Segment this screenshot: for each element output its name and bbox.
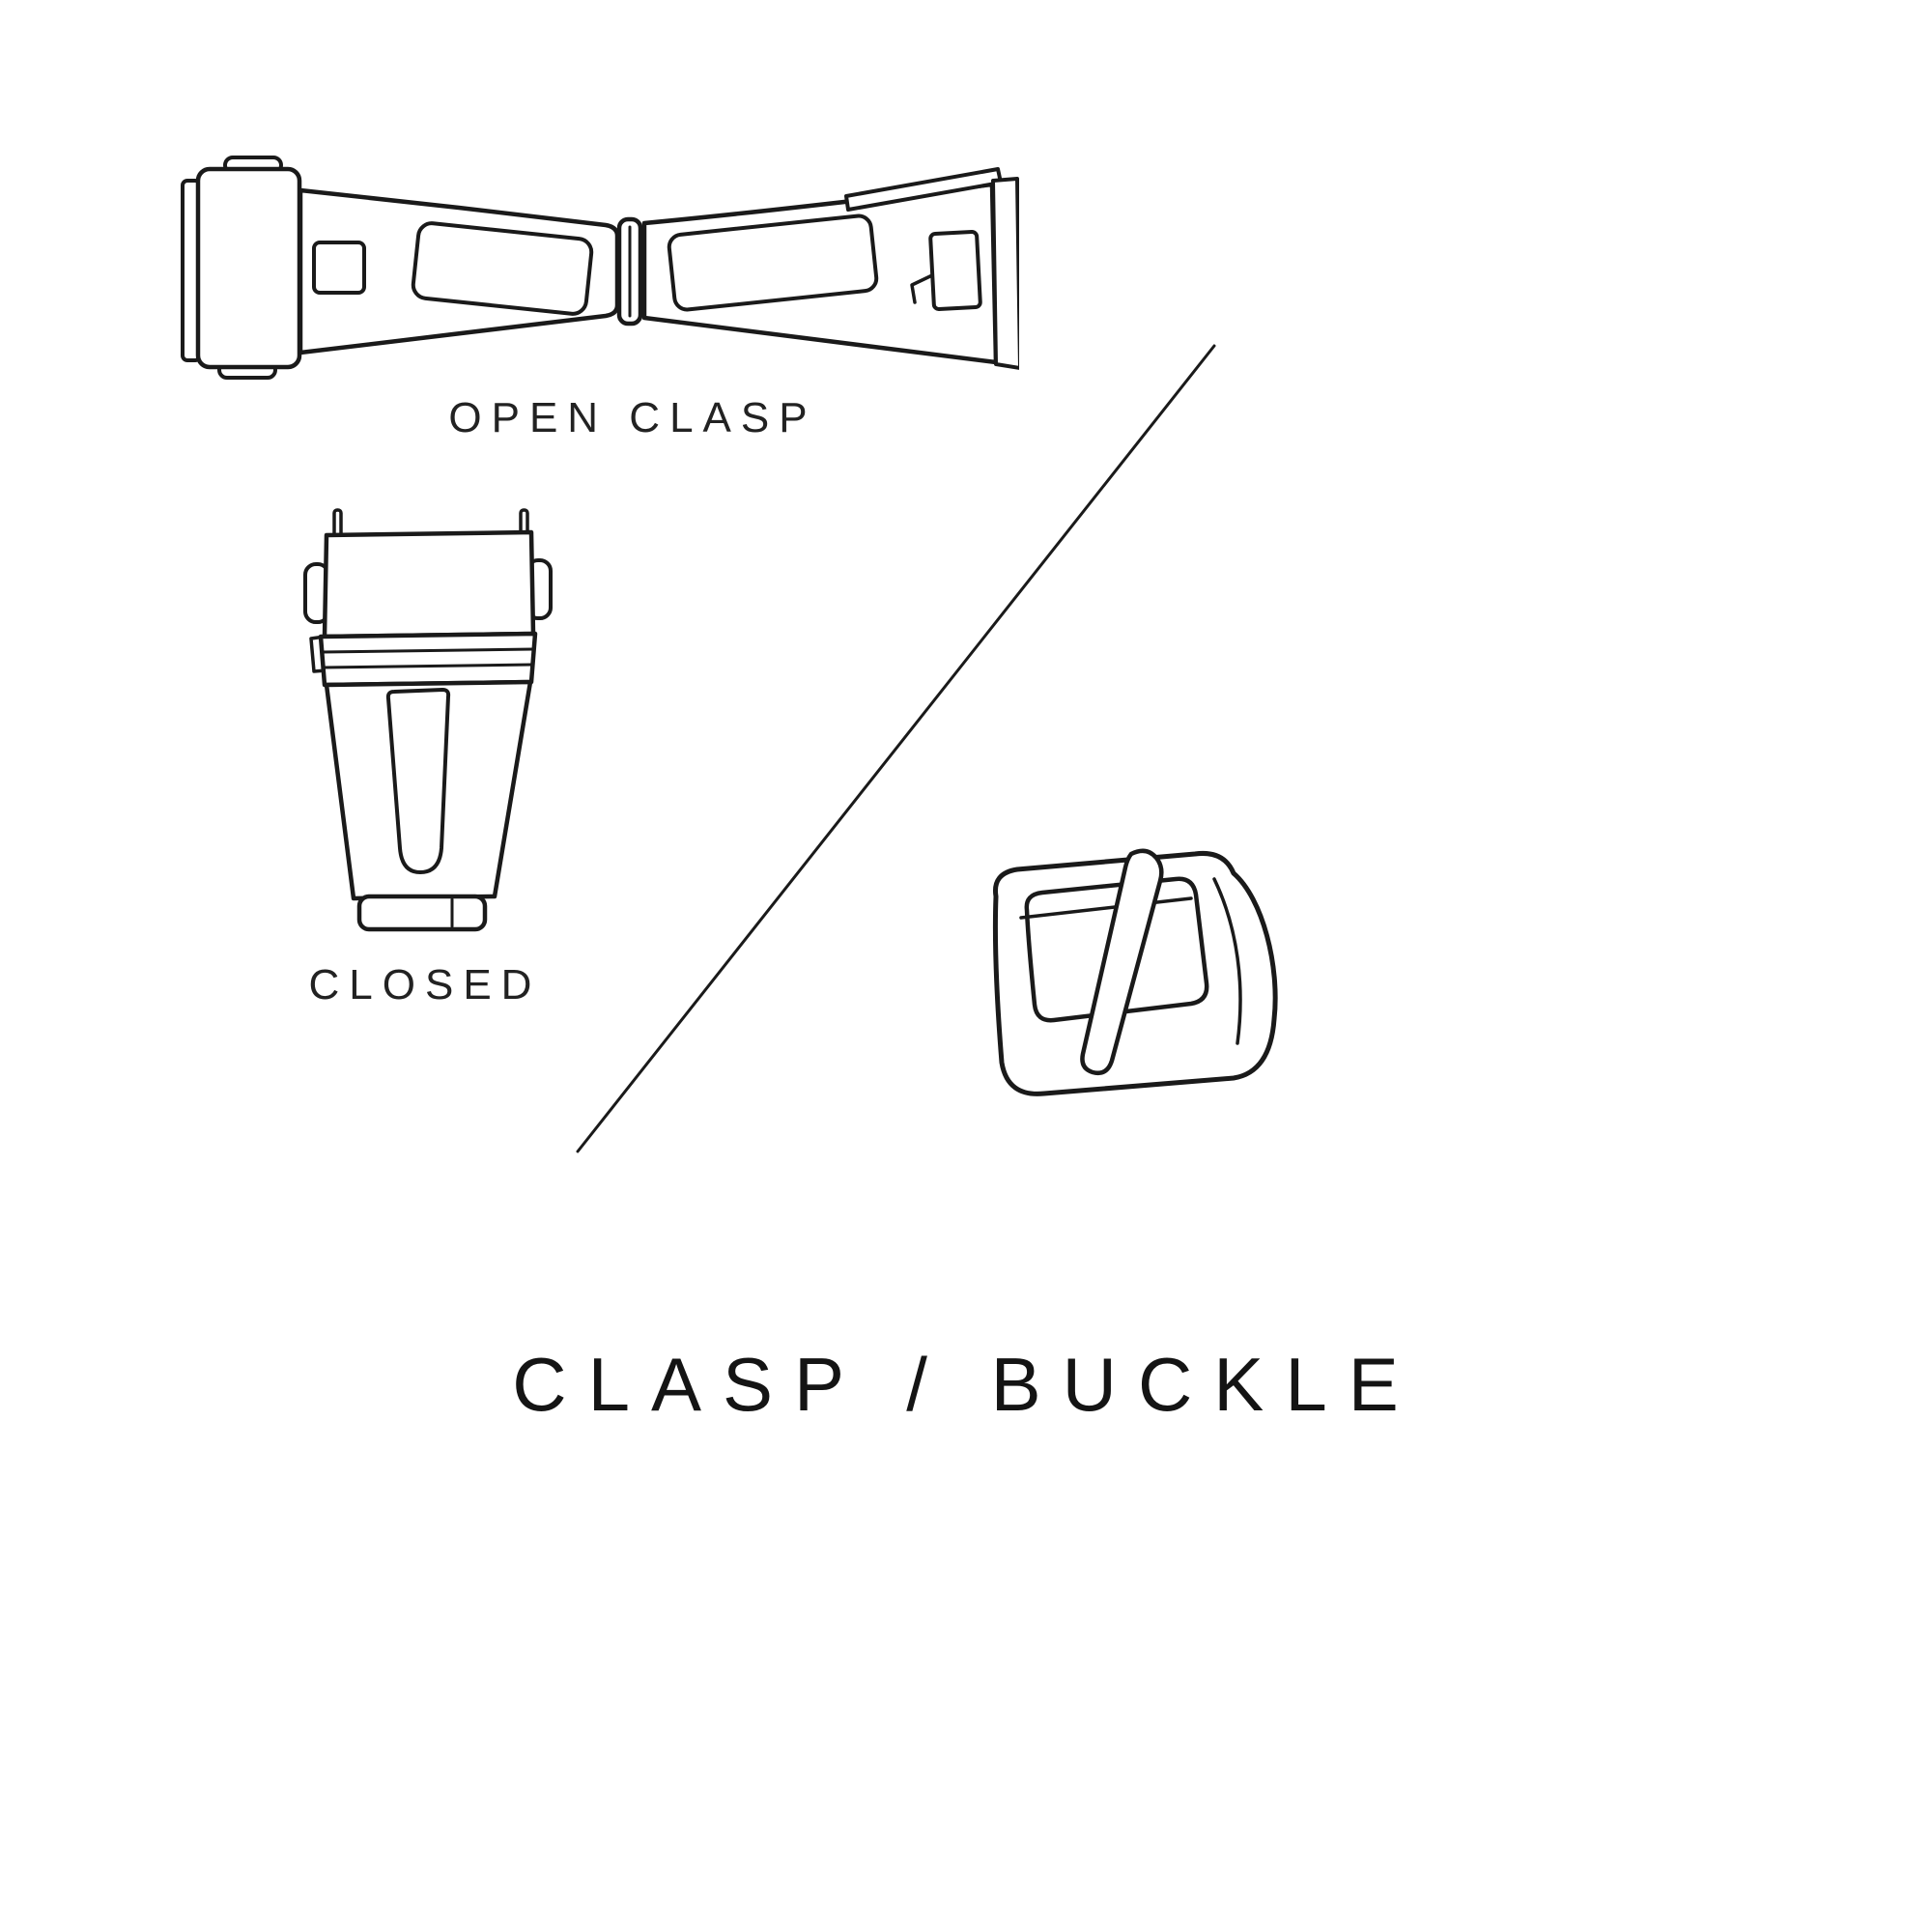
open-clasp-label: OPEN CLASP <box>448 394 817 441</box>
diagonal-divider-line <box>541 328 1236 1169</box>
band <box>318 631 538 688</box>
closed-clasp-icon <box>290 502 560 956</box>
blade-notch <box>312 241 366 295</box>
right-catch <box>928 230 982 311</box>
closed-clasp-label: CLOSED <box>308 961 542 1009</box>
spring-bar <box>1019 896 1193 920</box>
band-line-2 <box>322 663 534 669</box>
open-clasp-icon <box>169 140 1019 401</box>
body-window <box>385 688 451 874</box>
left-blade-window <box>411 221 594 316</box>
buckle-prong <box>1080 848 1164 1075</box>
end-link-body <box>195 166 302 370</box>
band-line-1 <box>321 647 535 654</box>
catch-hook <box>910 273 934 304</box>
right-end-cap <box>991 177 1019 370</box>
top-cover <box>322 529 536 639</box>
band-contour <box>1212 877 1242 1045</box>
bottom-bar <box>356 894 488 932</box>
right-blade-window <box>667 213 879 312</box>
page-title: CLASP / BUCKLE <box>512 1342 1420 1427</box>
divider-stroke <box>576 344 1216 1153</box>
buckle-icon <box>952 840 1299 1130</box>
